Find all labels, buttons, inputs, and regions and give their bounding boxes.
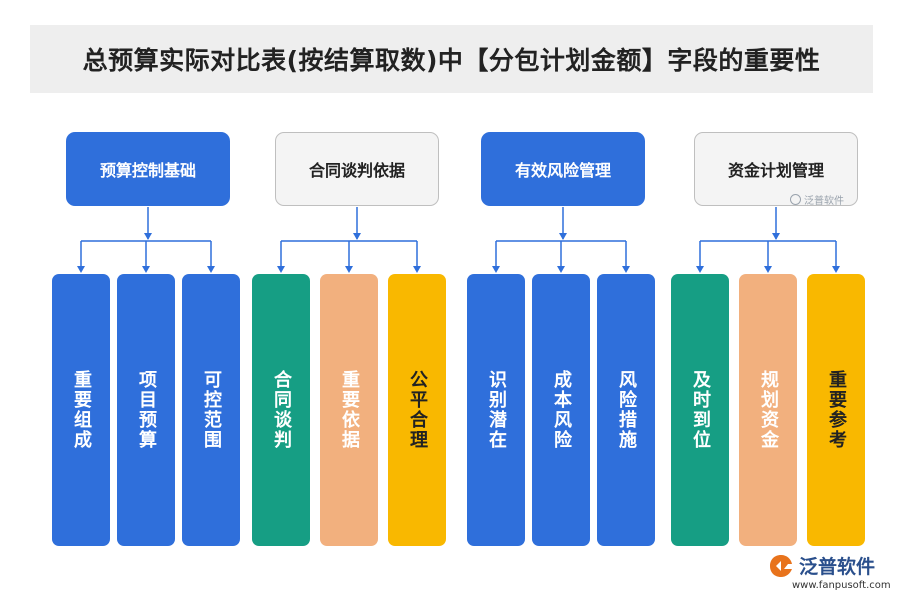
connector-arrow [277, 266, 285, 273]
watermark-logo-icon [790, 194, 801, 205]
connector-arrow [142, 266, 150, 273]
item-box: 识别潜在 [467, 274, 525, 546]
item-box: 风险措施 [597, 274, 655, 546]
connector-arrow [353, 233, 361, 240]
item-label: 规划资金 [758, 370, 779, 450]
item-box: 及时到位 [671, 274, 729, 546]
connector-arrow [557, 266, 565, 273]
item-label: 公平合理 [407, 370, 428, 450]
brand-name: 泛普软件 [799, 556, 876, 578]
item-label: 及时到位 [690, 370, 711, 450]
item-label: 风险措施 [616, 370, 637, 450]
item-box: 重要参考 [807, 274, 865, 546]
item-label: 项目预算 [136, 370, 157, 450]
page-title: 总预算实际对比表(按结算取数)中【分包计划金额】字段的重要性 [82, 46, 821, 75]
category-label: 合同谈判依据 [308, 161, 405, 180]
brand-url: www.fanpusoft.com [792, 580, 891, 591]
item-box: 成本风险 [532, 274, 590, 546]
connector-arrow [207, 266, 215, 273]
item-label: 识别潜在 [486, 370, 507, 450]
connector-arrow [413, 266, 421, 273]
item-box: 重要组成 [52, 274, 110, 546]
connector-arrow [832, 266, 840, 273]
item-label: 成本风险 [551, 370, 572, 450]
item-box: 公平合理 [388, 274, 446, 546]
category-fund-planning: 资金计划管理 [694, 132, 858, 206]
connector-arrow [696, 266, 704, 273]
category-contract-negotiation: 合同谈判依据 [275, 132, 439, 206]
title-banner: 总预算实际对比表(按结算取数)中【分包计划金额】字段的重要性 [30, 25, 873, 93]
brand-logo: 泛普软件 [768, 552, 875, 579]
brand-logo-icon [770, 554, 792, 577]
item-box: 重要依据 [320, 274, 378, 546]
connector-arrow [345, 266, 353, 273]
item-label: 重要组成 [71, 370, 92, 450]
category-budget-control: 预算控制基础 [66, 132, 230, 206]
connector-arrow [559, 233, 567, 240]
item-label: 可控范围 [201, 370, 222, 450]
category-label: 资金计划管理 [727, 161, 824, 180]
category-label: 预算控制基础 [99, 161, 196, 180]
watermark-small: 泛普软件 [790, 192, 844, 207]
connector-arrow [492, 266, 500, 273]
category-label: 有效风险管理 [514, 161, 611, 180]
item-label: 重要依据 [339, 370, 360, 450]
connector-arrow [772, 233, 780, 240]
item-label: 重要参考 [826, 370, 847, 450]
category-risk-management: 有效风险管理 [481, 132, 645, 206]
item-box: 可控范围 [182, 274, 240, 546]
watermark-small-text: 泛普软件 [804, 196, 844, 207]
connector-arrow [764, 266, 772, 273]
item-box: 项目预算 [117, 274, 175, 546]
item-box: 合同谈判 [252, 274, 310, 546]
item-label: 合同谈判 [271, 370, 292, 450]
connector-arrow [622, 266, 630, 273]
connector-arrow [77, 266, 85, 273]
item-box: 规划资金 [739, 274, 797, 546]
connector-arrow [144, 233, 152, 240]
